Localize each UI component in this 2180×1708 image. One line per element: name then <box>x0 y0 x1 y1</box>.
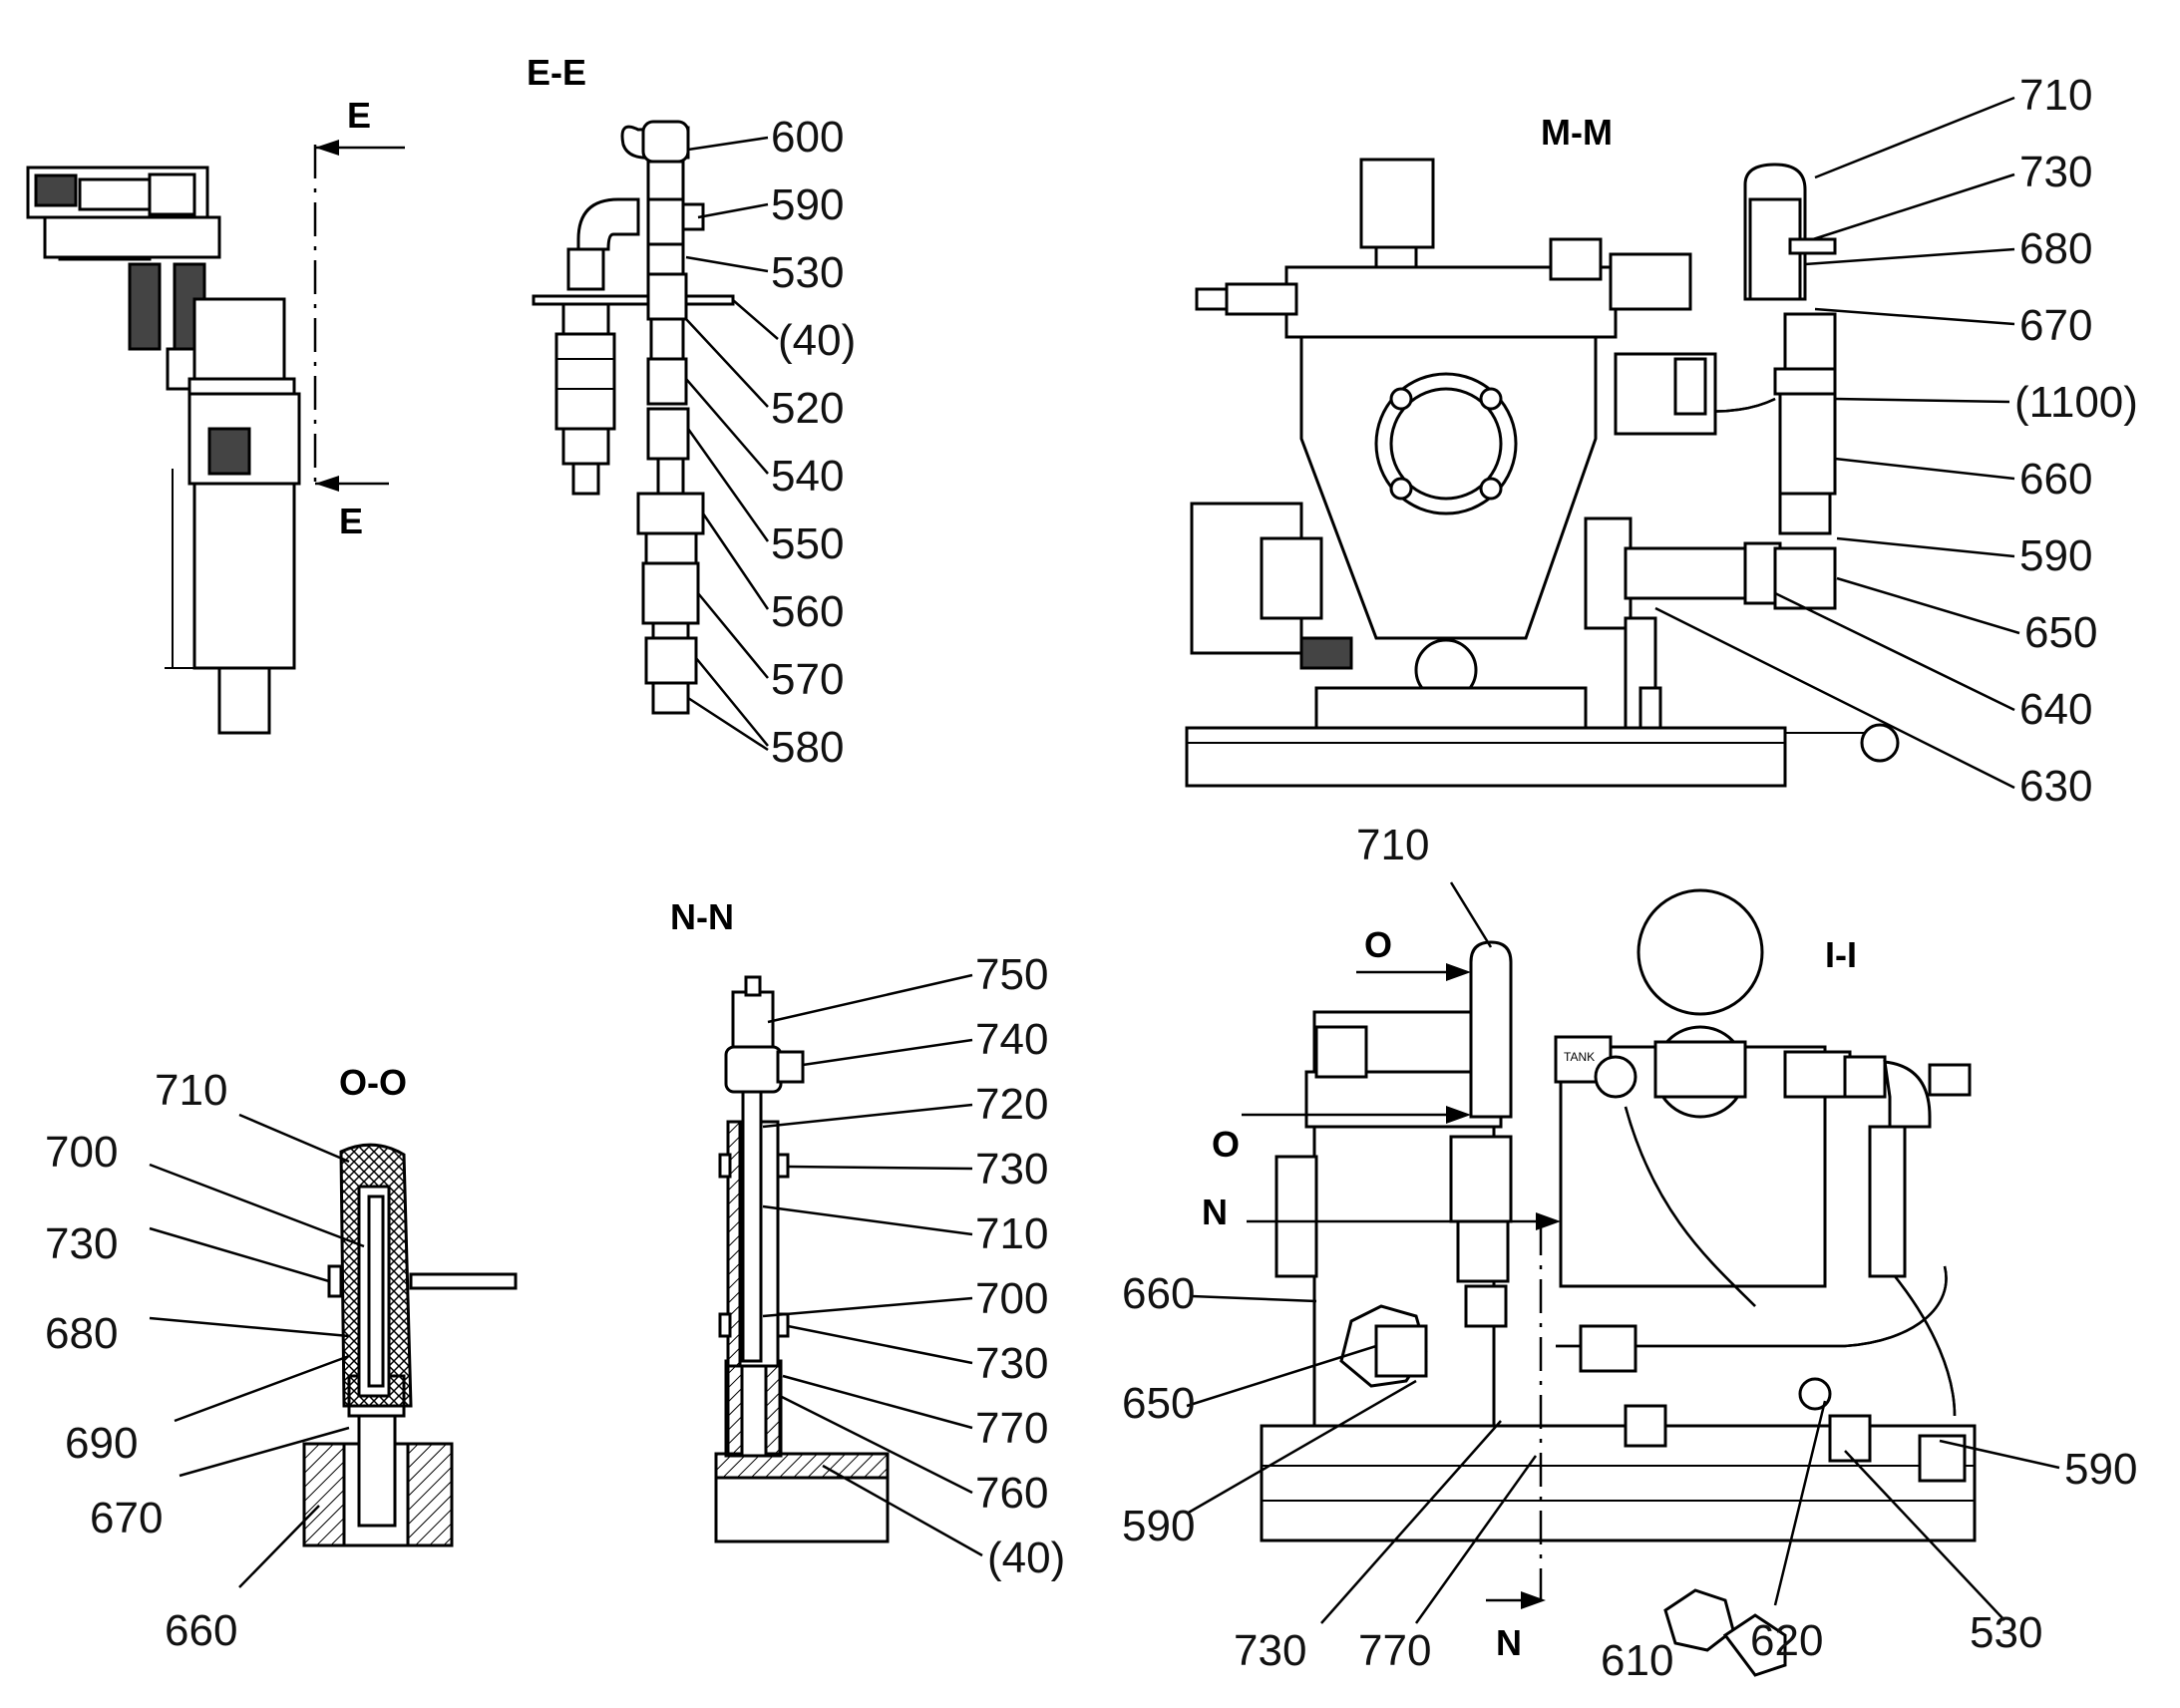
section-marker-o-side: O <box>1212 1124 1240 1165</box>
oo-assembly <box>302 1143 518 1547</box>
section-title-ii: I-I <box>1825 934 1857 975</box>
ee-leaders <box>685 136 779 752</box>
nn-assembly <box>714 975 890 1543</box>
section-title-oo: O-O <box>339 1062 407 1103</box>
callout-520: 520 <box>771 384 844 433</box>
callout-680: 680 <box>2019 224 2092 273</box>
tank-marking: TANK <box>1564 1050 1595 1064</box>
callout-660: 660 <box>165 1606 237 1655</box>
callout-540: 540 <box>771 452 844 501</box>
callout-650: 650 <box>2024 608 2097 657</box>
ee-assembly <box>532 120 735 715</box>
callout-660: 660 <box>1122 1269 1195 1318</box>
section-marker-e-top: E <box>347 95 371 136</box>
callout-730: 730 <box>2019 148 2092 196</box>
section-marker-e-bottom: E <box>339 501 363 541</box>
callout-700: 700 <box>45 1128 118 1177</box>
callout-710: 710 <box>975 1209 1048 1258</box>
callout-590: 590 <box>2019 531 2092 580</box>
callout-660: 660 <box>2019 455 2092 504</box>
ii-section-arrows <box>1242 963 1561 1609</box>
ii-assembly: TANK <box>1260 888 1977 1677</box>
callout-1100: (1100) <box>2014 378 2138 427</box>
callout-740: 740 <box>975 1015 1048 1064</box>
callout-40: (40) <box>987 1534 1065 1582</box>
callout-700: 700 <box>975 1274 1048 1323</box>
callout-590: 590 <box>771 180 844 229</box>
mm-assembly <box>1185 158 1900 788</box>
callout-650: 650 <box>1122 1379 1195 1428</box>
section-title-mm: M-M <box>1541 112 1613 153</box>
callout-730: 730 <box>975 1339 1048 1388</box>
nn-leaders <box>762 973 983 1557</box>
oo-callouts: 710 700 730 680 690 670 660 <box>45 1066 237 1655</box>
callout-680: 680 <box>45 1309 118 1358</box>
ii-callouts: 710 660 650 590 730 770 610 620 530 590 <box>1122 821 2137 1685</box>
callout-530: 530 <box>1970 1608 2042 1657</box>
callout-710: 710 <box>1356 821 1429 869</box>
callout-600: 600 <box>771 113 844 162</box>
callout-590: 590 <box>1122 1502 1195 1550</box>
section-marker-n-bottom: N <box>1496 1622 1522 1663</box>
section-marker-o-top: O <box>1364 924 1392 965</box>
callout-40: (40) <box>778 316 856 365</box>
callout-730: 730 <box>975 1145 1048 1194</box>
callout-580: 580 <box>771 723 844 772</box>
callout-710: 710 <box>2019 71 2092 120</box>
callout-770: 770 <box>1358 1626 1431 1675</box>
callout-590: 590 <box>2064 1445 2137 1494</box>
callout-570: 570 <box>771 655 844 704</box>
callout-750: 750 <box>975 950 1048 999</box>
callout-770: 770 <box>975 1404 1048 1453</box>
side-view <box>26 140 405 735</box>
callout-720: 720 <box>975 1080 1048 1129</box>
callout-550: 550 <box>771 519 844 568</box>
mm-callouts: 710 730 680 670 (1100) 660 590 650 640 6… <box>2014 71 2138 811</box>
callout-670: 670 <box>2019 301 2092 350</box>
section-marker-n-side: N <box>1202 1192 1228 1232</box>
ii-leaders <box>1186 881 2060 1624</box>
callout-610: 610 <box>1601 1636 1673 1685</box>
ee-callouts: 600 590 530 (40) 520 540 550 560 570 580 <box>771 113 856 772</box>
callout-560: 560 <box>771 587 844 636</box>
callout-730: 730 <box>1234 1626 1306 1675</box>
callout-730: 730 <box>45 1219 118 1268</box>
callout-710: 710 <box>155 1066 227 1115</box>
callout-760: 760 <box>975 1469 1048 1518</box>
callout-690: 690 <box>65 1419 138 1468</box>
section-title-ee: E-E <box>527 52 586 93</box>
section-title-nn: N-N <box>670 896 734 937</box>
callout-630: 630 <box>2019 762 2092 811</box>
mm-leaders <box>1654 96 2020 790</box>
callout-530: 530 <box>771 248 844 297</box>
callout-620: 620 <box>1750 1616 1823 1665</box>
oo-leaders <box>149 1113 365 1588</box>
callout-670: 670 <box>90 1494 163 1542</box>
nn-callouts: 750 740 720 730 710 700 730 770 760 (40) <box>975 950 1065 1582</box>
callout-640: 640 <box>2019 685 2092 734</box>
